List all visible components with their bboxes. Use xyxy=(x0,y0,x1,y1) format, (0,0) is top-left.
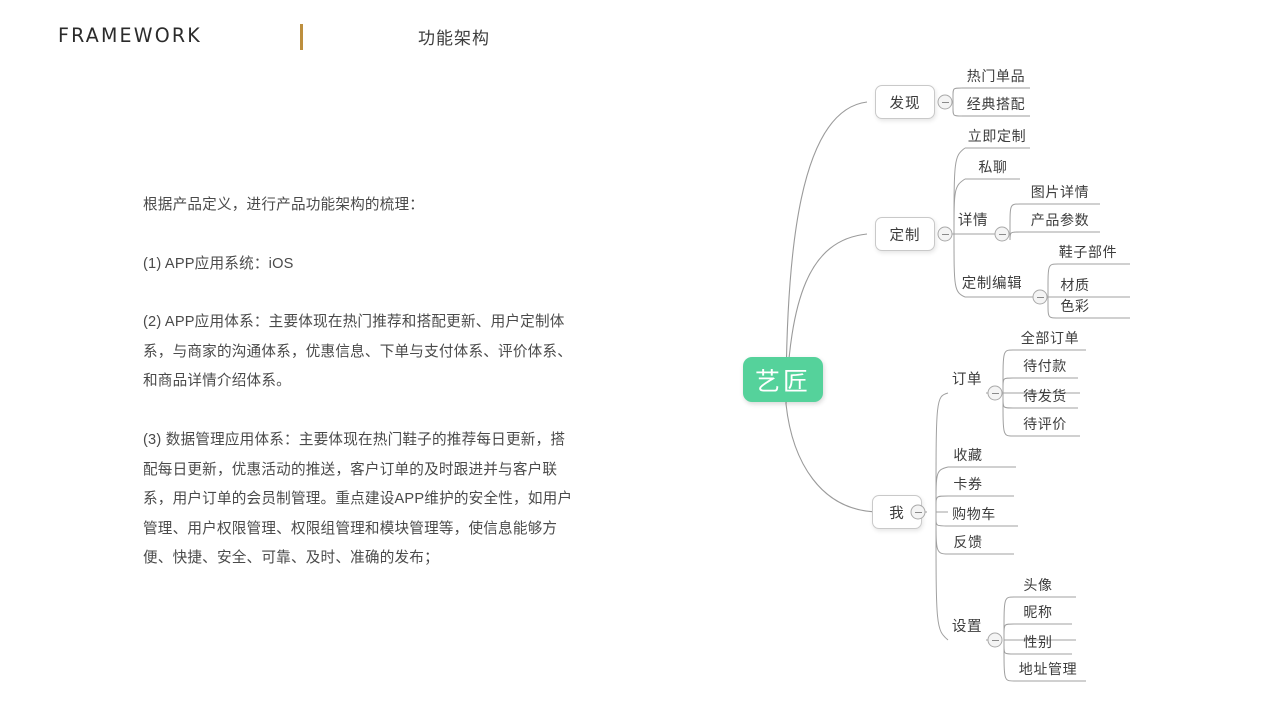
mindmap-leaf-feedback[interactable]: 反馈 xyxy=(953,534,983,550)
paragraph-item-1: (1) APP应用系统：iOS xyxy=(143,255,294,272)
paragraph-item-3: (3) 数据管理应用体系：主要体现在热门鞋子的推荐每日更新，搭配每日更新，优惠活… xyxy=(143,431,573,567)
mindmap-leaf-nickname[interactable]: 昵称 xyxy=(1023,604,1053,620)
mindmap-leaf-pending-shipment[interactable]: 待发货 xyxy=(1023,388,1067,404)
mindmap-leaf-hot-items[interactable]: 热门单品 xyxy=(966,68,1026,84)
header-divider xyxy=(300,24,303,50)
mindmap-root-node[interactable]: 艺匠 xyxy=(743,357,823,402)
mindmap-leaf-shoe-parts[interactable]: 鞋子部件 xyxy=(1058,244,1118,260)
mindmap-node-orders[interactable]: 订单 xyxy=(951,372,983,388)
mindmap-leaf-all-orders[interactable]: 全部订单 xyxy=(1020,330,1080,346)
page-title: 功能架构 xyxy=(418,29,490,48)
mindmap-node-detail[interactable]: 详情 xyxy=(957,213,989,229)
mindmap-leaf-color[interactable]: 色彩 xyxy=(1060,298,1090,314)
toggle-collapse-discover[interactable] xyxy=(937,94,953,110)
toggle-collapse-orders[interactable] xyxy=(987,385,1003,401)
page-header: FRAMEWORK 功能架构 xyxy=(0,0,1280,72)
mindmap-connectors xyxy=(785,87,1130,682)
mindmap-node-discover[interactable]: 发现 xyxy=(875,85,935,119)
mindmap-leaf-gender[interactable]: 性别 xyxy=(1023,634,1053,650)
mindmap-leaf-address-management[interactable]: 地址管理 xyxy=(1018,661,1078,677)
mindmap-leaf-customize-now[interactable]: 立即定制 xyxy=(967,128,1027,144)
toggle-collapse-custom[interactable] xyxy=(937,226,953,242)
paragraph-intro: 根据产品定义，进行产品功能架构的梳理： xyxy=(143,197,425,213)
toggle-collapse-detail[interactable] xyxy=(994,226,1010,242)
mindmap-leaf-avatar[interactable]: 头像 xyxy=(1023,577,1053,593)
toggle-collapse-settings[interactable] xyxy=(987,632,1003,648)
paragraph-item-2: (2) APP应用体系：主要体现在热门推荐和搭配更新、用户定制体系，与商家的沟通… xyxy=(143,314,573,390)
mindmap-node-settings[interactable]: 设置 xyxy=(951,619,983,635)
mindmap-leaf-pending-review[interactable]: 待评价 xyxy=(1023,416,1067,432)
mindmap-leaf-favorites[interactable]: 收藏 xyxy=(953,447,983,463)
mindmap-leaf-cart[interactable]: 购物车 xyxy=(952,506,996,522)
mindmap-leaf-private-chat[interactable]: 私聊 xyxy=(978,159,1008,175)
toggle-collapse-custom-edit[interactable] xyxy=(1032,289,1048,305)
mindmap-leaf-image-detail[interactable]: 图片详情 xyxy=(1030,184,1090,200)
description-block: 根据产品定义，进行产品功能架构的梳理： (1) APP应用系统：iOS (2) … xyxy=(143,191,573,574)
mindmap-leaf-classic-match[interactable]: 经典搭配 xyxy=(966,96,1026,112)
toggle-collapse-me[interactable] xyxy=(910,504,926,520)
brand-title: FRAMEWORK xyxy=(58,24,202,48)
mindmap-leaf-material[interactable]: 材质 xyxy=(1060,277,1090,293)
mindmap-leaf-product-params[interactable]: 产品参数 xyxy=(1030,212,1090,228)
mindmap-node-custom[interactable]: 定制 xyxy=(875,217,935,251)
mindmap-leaf-coupons[interactable]: 卡券 xyxy=(953,476,983,492)
mindmap-leaf-pending-payment[interactable]: 待付款 xyxy=(1023,358,1067,374)
mindmap-diagram: 艺匠 发现 定制 我 热门单品 经典搭配 立即定制 私聊 详情 定制编辑 图片详… xyxy=(700,0,1280,720)
mindmap-node-custom-edit[interactable]: 定制编辑 xyxy=(961,276,1023,292)
